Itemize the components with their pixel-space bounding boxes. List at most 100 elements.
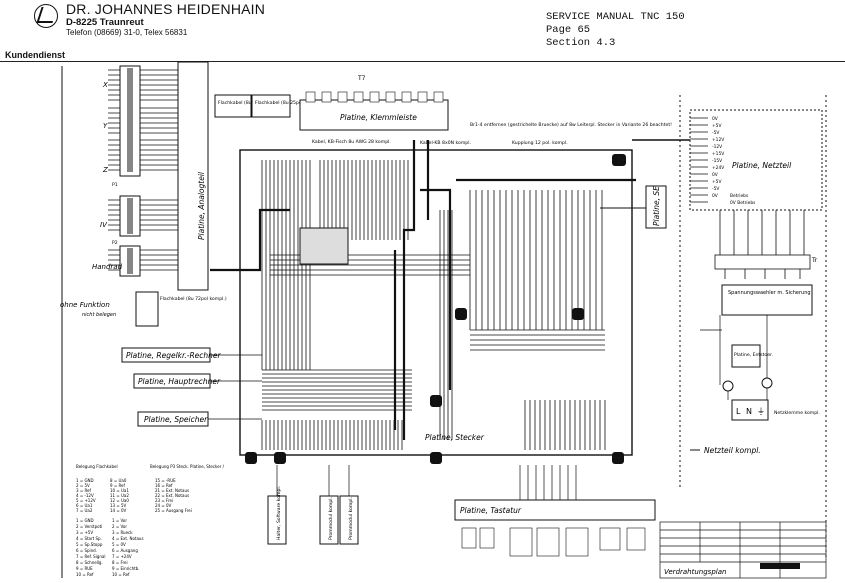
netz-circles [722,377,773,392]
svg-text:1 = GND: 1 = GND [76,478,94,483]
strip-fill-iv [127,198,133,234]
heidenhain-logo [34,4,58,28]
analog-board-outline [177,61,209,291]
tastatur-board-box [454,499,656,521]
belegung-title-left: Belegung Flachkabel [76,464,118,469]
pcb-chip-block [299,227,349,265]
svg-text:7 = Ua2: 7 = Ua2 [76,508,93,513]
service-manual-section: Section 4.3 [546,37,616,49]
transformer [714,210,811,279]
entstoer-box [731,344,761,368]
prommodul-1-label: Prommodul kompl. [328,497,334,540]
connector-pins [108,69,178,271]
svg-text:3 = Ref: 3 = Ref [76,488,92,493]
netz-n: N [746,407,752,416]
svg-text:2 = Vor: 2 = Vor [112,524,127,529]
service-manual-title: SERVICE MANUAL TNC 150 [546,11,685,23]
netzklemme-label: Netzklemme kompl. [774,410,820,416]
p2-label: P2 [112,240,118,246]
netzteil-board-label: Platine, Netzteil [732,161,792,170]
title-block [659,521,827,579]
tastatur-keypads [461,527,646,557]
svg-text:12 = Ua0: 12 = Ua0 [110,498,129,503]
netz-pe: ⏚ [757,407,765,416]
nt-out-10: +5V [712,179,721,185]
drawing-title: Verdrahtungsplan [664,568,726,576]
p1-label: P1 [112,182,118,188]
entstoer-label: Platine, Entstoer. [734,352,773,358]
stecker-board-label: Platine, Stecker [425,433,485,442]
handsoftware-label: Halter, Software kompl. [276,486,282,540]
nicht-belegen-label: nicht belegen [82,312,116,318]
kabel-b-label: Kabel-KB 8x0N kompl. [420,140,471,146]
nt-out-3: -5V [712,130,719,136]
svg-text:4 = Ext. Notaus: 4 = Ext. Notaus [112,536,144,541]
svg-text:8 = Frei: 8 = Frei [112,560,128,565]
nt-out-9: 0V [712,172,718,178]
nt-out-4: +12V [712,137,724,143]
svg-text:13 = 5V: 13 = 5V [110,503,127,508]
svg-text:5 = Sp.Stopp: 5 = Sp.Stopp [76,542,103,547]
service-manual-page: Page 65 [546,24,591,36]
svg-text:10 = Ua1: 10 = Ua1 [110,488,129,493]
netz-l: L [736,407,741,416]
svg-text:5 = 0V: 5 = 0V [112,542,126,547]
axis-label-x: X [102,81,108,89]
nt-out-1: 0V [712,116,718,122]
nt-out-6: +15V [712,151,724,157]
analog-board-label: Platine, Analogteil [197,171,206,240]
se-board-box [645,185,667,229]
nt-out-8: +24V [712,165,724,171]
flachkabel-b-box [251,94,291,118]
netzteil-kompl-label: Netzteil kompl. [704,446,761,455]
stecker-board-outline [239,149,633,456]
company-name: DR. JOHANNES HEIDENHAIN [66,1,266,17]
klemmleiste-board [299,99,449,131]
svg-text:15 = -RUE: 15 = -RUE [155,478,176,483]
nt-out-12: 0V [712,193,718,199]
klemmleiste-terminals [305,91,444,103]
left-connector-strips [119,61,209,291]
svg-text:7 = +24V: 7 = +24V [112,554,132,559]
belegung-title-right: Belegung P3 Steck. Platine, Stecker / [150,464,225,469]
prog-modules [267,495,359,545]
prog-module-leads [276,465,350,496]
company-city: D-8225 Traunreut [66,17,144,28]
flachkabel-c-label: Flachkabel (8u 72pol kompl.) [160,296,227,302]
hauptrechner-board-label: Platine, Hauptrechner [138,377,221,386]
svg-text:8 = Schnellg.: 8 = Schnellg. [76,560,103,565]
svg-text:24 = 0V: 24 = 0V [155,503,172,508]
svg-text:1 = GND: 1 = GND [76,518,94,523]
svg-text:11 = Ua2: 11 = Ua2 [110,493,129,498]
ohne-funktion-label: ohne Funktion [60,301,110,309]
svg-text:2 = Verstpoti: 2 = Verstpoti [76,524,102,529]
svg-text:3 = Rueck: 3 = Rueck [112,530,133,535]
kabel-a-label: Kabel, KB-Fisch 8u AWG 28 kompl. [312,139,391,145]
flachkabel-a-label: Flachkabel (8u 13pol kompl.) [218,100,285,106]
axis-label-z: Z [102,166,108,174]
svg-text:9 = RUE: 9 = RUE [76,566,93,571]
svg-text:9 = Einrichtb.: 9 = Einrichtb. [112,566,139,571]
svg-text:6 = Spind.: 6 = Spind. [76,548,97,553]
netz-wiring [700,315,768,400]
speicher-board-label: Platine, Speicher [144,415,208,424]
svg-text:2 = 5V: 2 = 5V [76,483,90,488]
netz-ln-box [731,399,769,421]
svg-text:1 = Vor: 1 = Vor [112,518,127,523]
svg-text:3 = +5V: 3 = +5V [76,530,93,535]
board-traces [261,160,606,450]
axis-label-iv: IV [100,221,108,229]
tastatur-ribbon [519,465,577,500]
belegung-tables: Belegung Flachkabel Belegung P3 Steck. P… [76,464,225,577]
svg-text:7 = Ref. Signal: 7 = Ref. Signal [76,554,105,559]
netzteil-board-outline [689,109,823,211]
svg-text:23 = Frei: 23 = Frei [155,498,173,503]
title-block-stamp [760,563,800,569]
prommodul-2-label: Prommodul kompl. [348,497,354,540]
department-label: Kundendienst [5,50,65,60]
side-board-leads [208,354,262,420]
svg-text:25 = Ausgang Frei: 25 = Ausgang Frei [155,508,192,513]
t7-label: T7 [357,75,366,82]
svg-text:22 = Ext. Notaus: 22 = Ext. Notaus [155,493,189,498]
